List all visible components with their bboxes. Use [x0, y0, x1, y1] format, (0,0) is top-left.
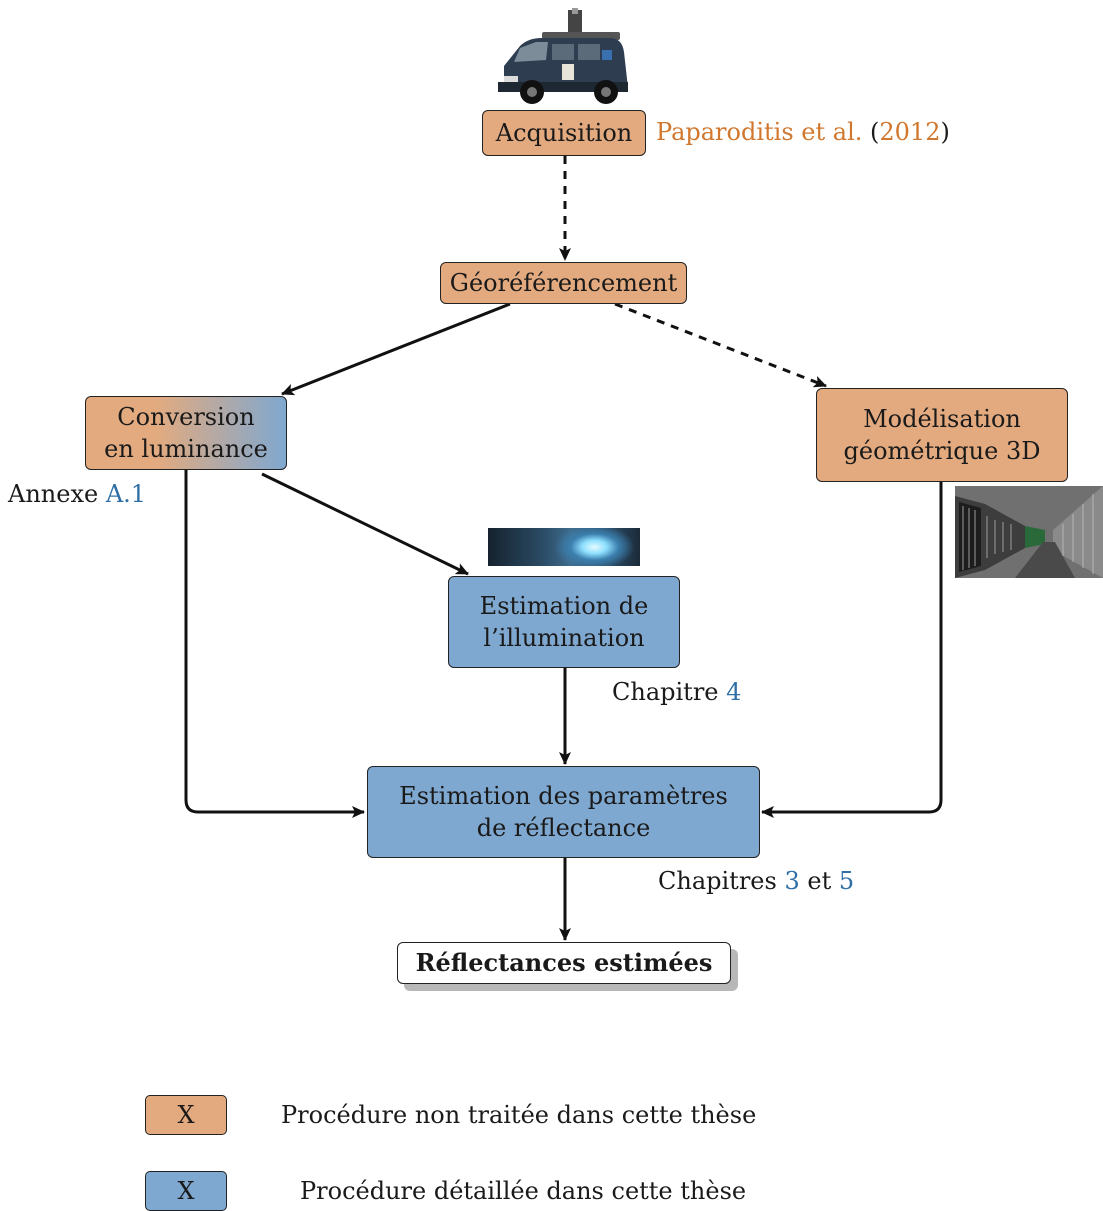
chapitre-4-link[interactable]: 4	[726, 678, 742, 706]
chapitre-5-link[interactable]: 5	[838, 867, 855, 895]
reference-author-link[interactable]: Paparoditis et al.	[656, 118, 863, 146]
node-illumination-line1: Estimation de	[479, 592, 649, 620]
mapping-van-icon	[498, 8, 628, 104]
chapitres-and: et	[807, 867, 832, 895]
legend-swatch-orange-label: X	[177, 1101, 195, 1129]
arrow-conversion-reflectance	[184, 470, 365, 818]
reference-close-paren: )	[940, 118, 950, 146]
annexe-reference: Annexe A.1	[8, 479, 146, 509]
chapitre-3-link[interactable]: 3	[784, 867, 800, 895]
chapitres-prefix: Chapitres	[658, 867, 777, 895]
node-modelisation: Modélisation géométrique 3D	[816, 388, 1068, 482]
illumination-map-image	[488, 528, 640, 566]
node-result: Réflectances estimées	[397, 942, 731, 984]
node-modelisation-line1: Modélisation	[863, 405, 1021, 433]
node-acquisition-label: Acquisition	[495, 119, 633, 147]
arrow-georef-modelisation	[614, 302, 827, 388]
chapitre-reference: Chapitre 4	[612, 677, 741, 707]
node-reflectance-line2: de réflectance	[476, 814, 651, 842]
node-conversion-line2: en luminance	[104, 435, 268, 463]
node-conversion: Conversion en luminance	[85, 396, 287, 470]
legend-orange-text: Procédure non traitée dans cette thèse	[281, 1101, 757, 1129]
node-reflectance-estimation: Estimation des paramètres de réflectance	[367, 766, 760, 858]
node-reflectance-line1: Estimation des paramètres	[399, 782, 728, 810]
legend-blue-text: Procédure détaillée dans cette thèse	[300, 1177, 747, 1205]
arrow-conversion-illumination	[261, 472, 469, 576]
node-modelisation-line2: géométrique 3D	[843, 437, 1041, 465]
chapitre-prefix: Chapitre	[612, 678, 719, 706]
legend-swatch-blue: X	[145, 1171, 227, 1211]
reference-year-link[interactable]: 2012	[879, 118, 941, 146]
city-model-image	[955, 486, 1103, 578]
arrow-georef-conversion	[281, 302, 511, 396]
node-georeferencement: Géoréférencement	[440, 262, 687, 304]
chapitres-reference: Chapitres 3 et 5	[658, 866, 854, 896]
node-georeferencement-label: Géoréférencement	[449, 269, 678, 297]
city-model-render	[955, 486, 1103, 578]
acquisition-reference: Paparoditis et al. (2012)	[656, 117, 950, 147]
node-illumination-line2: l’illumination	[483, 624, 645, 652]
annexe-prefix: Annexe	[8, 480, 99, 508]
node-illumination: Estimation de l’illumination	[448, 576, 680, 668]
node-result-label: Réflectances estimées	[415, 948, 713, 977]
legend-swatch-orange: X	[145, 1095, 227, 1135]
node-conversion-line1: Conversion	[117, 403, 255, 431]
node-acquisition: Acquisition	[482, 110, 646, 156]
reference-open-paren: (	[870, 118, 880, 146]
legend-swatch-blue-label: X	[177, 1177, 195, 1205]
annexe-link[interactable]: A.1	[105, 480, 147, 508]
arrow-modelisation-reflectance	[761, 482, 943, 818]
